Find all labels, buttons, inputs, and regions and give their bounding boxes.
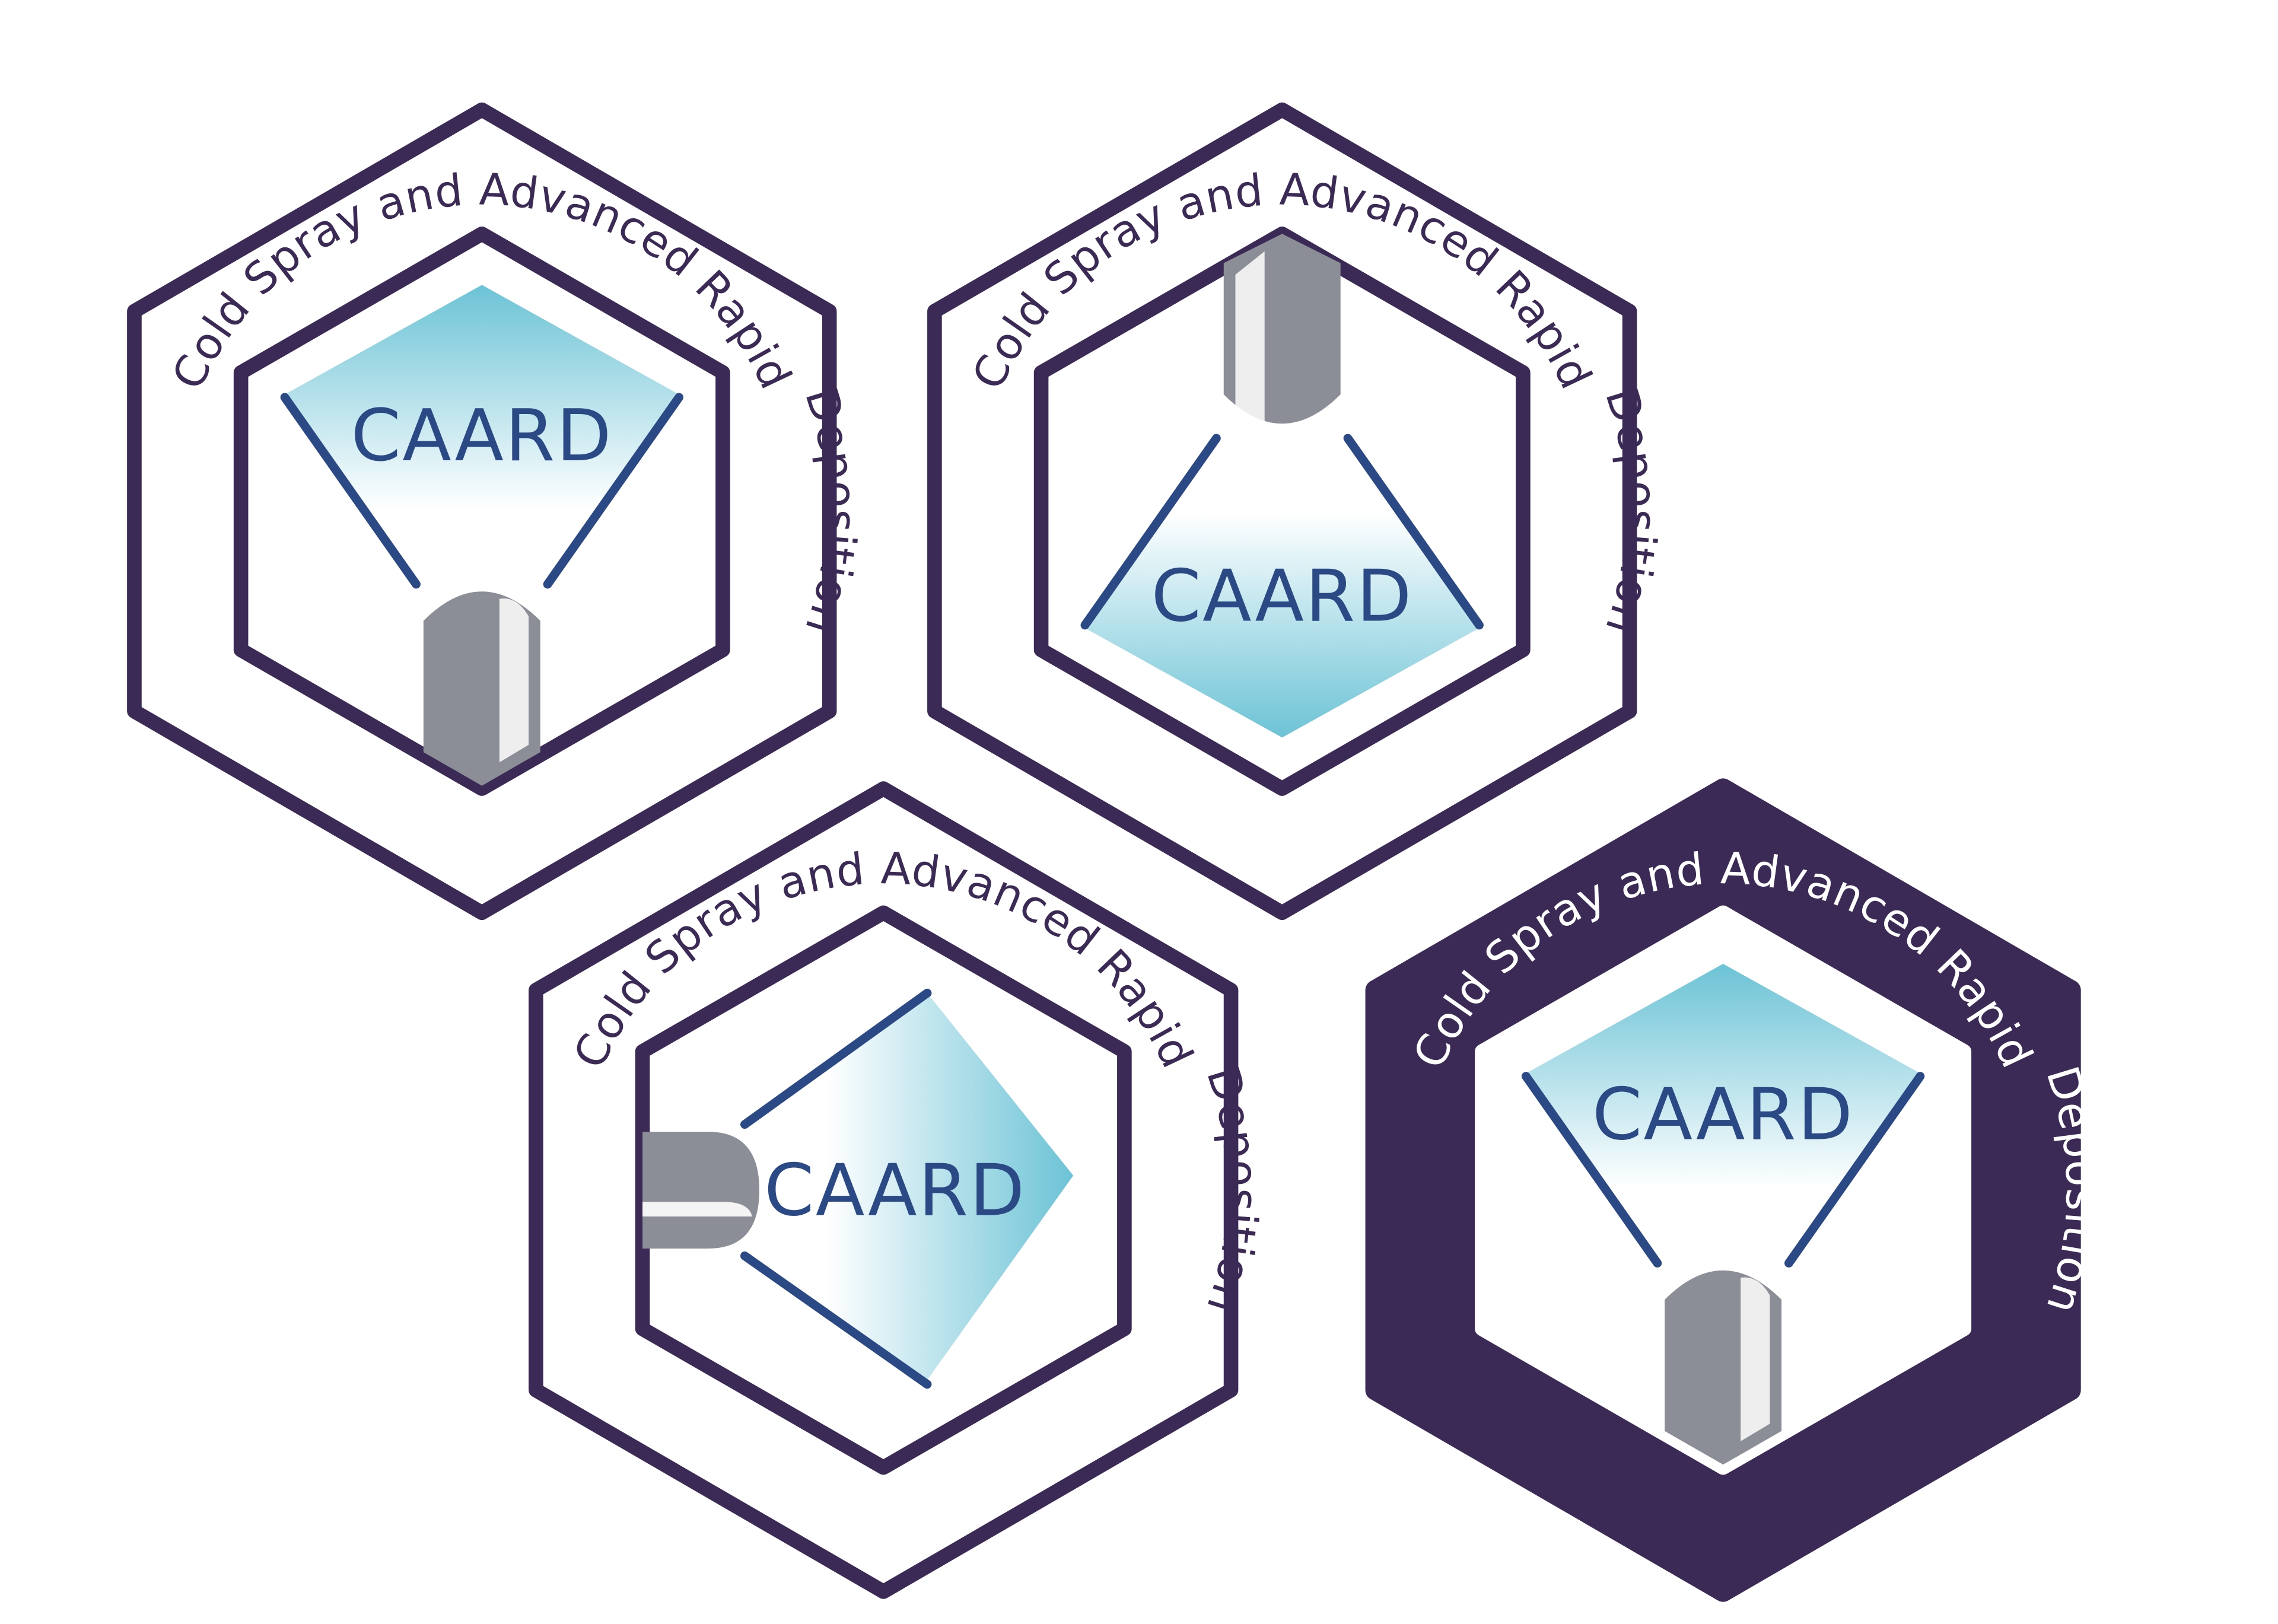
spray-line-right — [1343, 434, 1484, 630]
spray-line-lower — [740, 1251, 932, 1389]
spray-line-right — [1784, 1072, 1925, 1268]
caard-center-text: CAARD — [1592, 1073, 1854, 1156]
caard-center-text: CAARD — [351, 394, 613, 477]
caard-logo-outline-nozzle-bottom: CAARD Cold Spray and Advanced Rapid Depo… — [127, 102, 866, 921]
spray-nozzle — [423, 591, 540, 786]
spray-nozzle — [1665, 1270, 1782, 1465]
spray-line-left — [1080, 434, 1221, 630]
spray-nozzle — [642, 1132, 759, 1249]
spray-cone — [1526, 964, 1920, 1263]
caard-logo-outline-nozzle-left: CAARD Cold Spray and Advanced Rapid Depo… — [529, 781, 1267, 1599]
spray-line-left — [1521, 1072, 1662, 1268]
spray-line-right — [543, 393, 684, 589]
spray-line-upper — [740, 988, 932, 1129]
spray-cone — [745, 993, 1074, 1380]
spray-line-left — [280, 393, 421, 589]
caard-center-text: CAARD — [1151, 555, 1413, 638]
caard-center-text: CAARD — [764, 1149, 1026, 1232]
caard-logo-outline-nozzle-top: CAARD Cold Spray and Advanced Rapid Depo… — [927, 102, 1666, 921]
caard-logo-filled-nozzle-bottom: CAARD Cold Spray and Advanced Rapid Depo… — [1365, 778, 2107, 1602]
spray-nozzle — [1223, 234, 1341, 424]
spray-cone — [285, 285, 679, 584]
spray-cone — [1084, 438, 1480, 738]
